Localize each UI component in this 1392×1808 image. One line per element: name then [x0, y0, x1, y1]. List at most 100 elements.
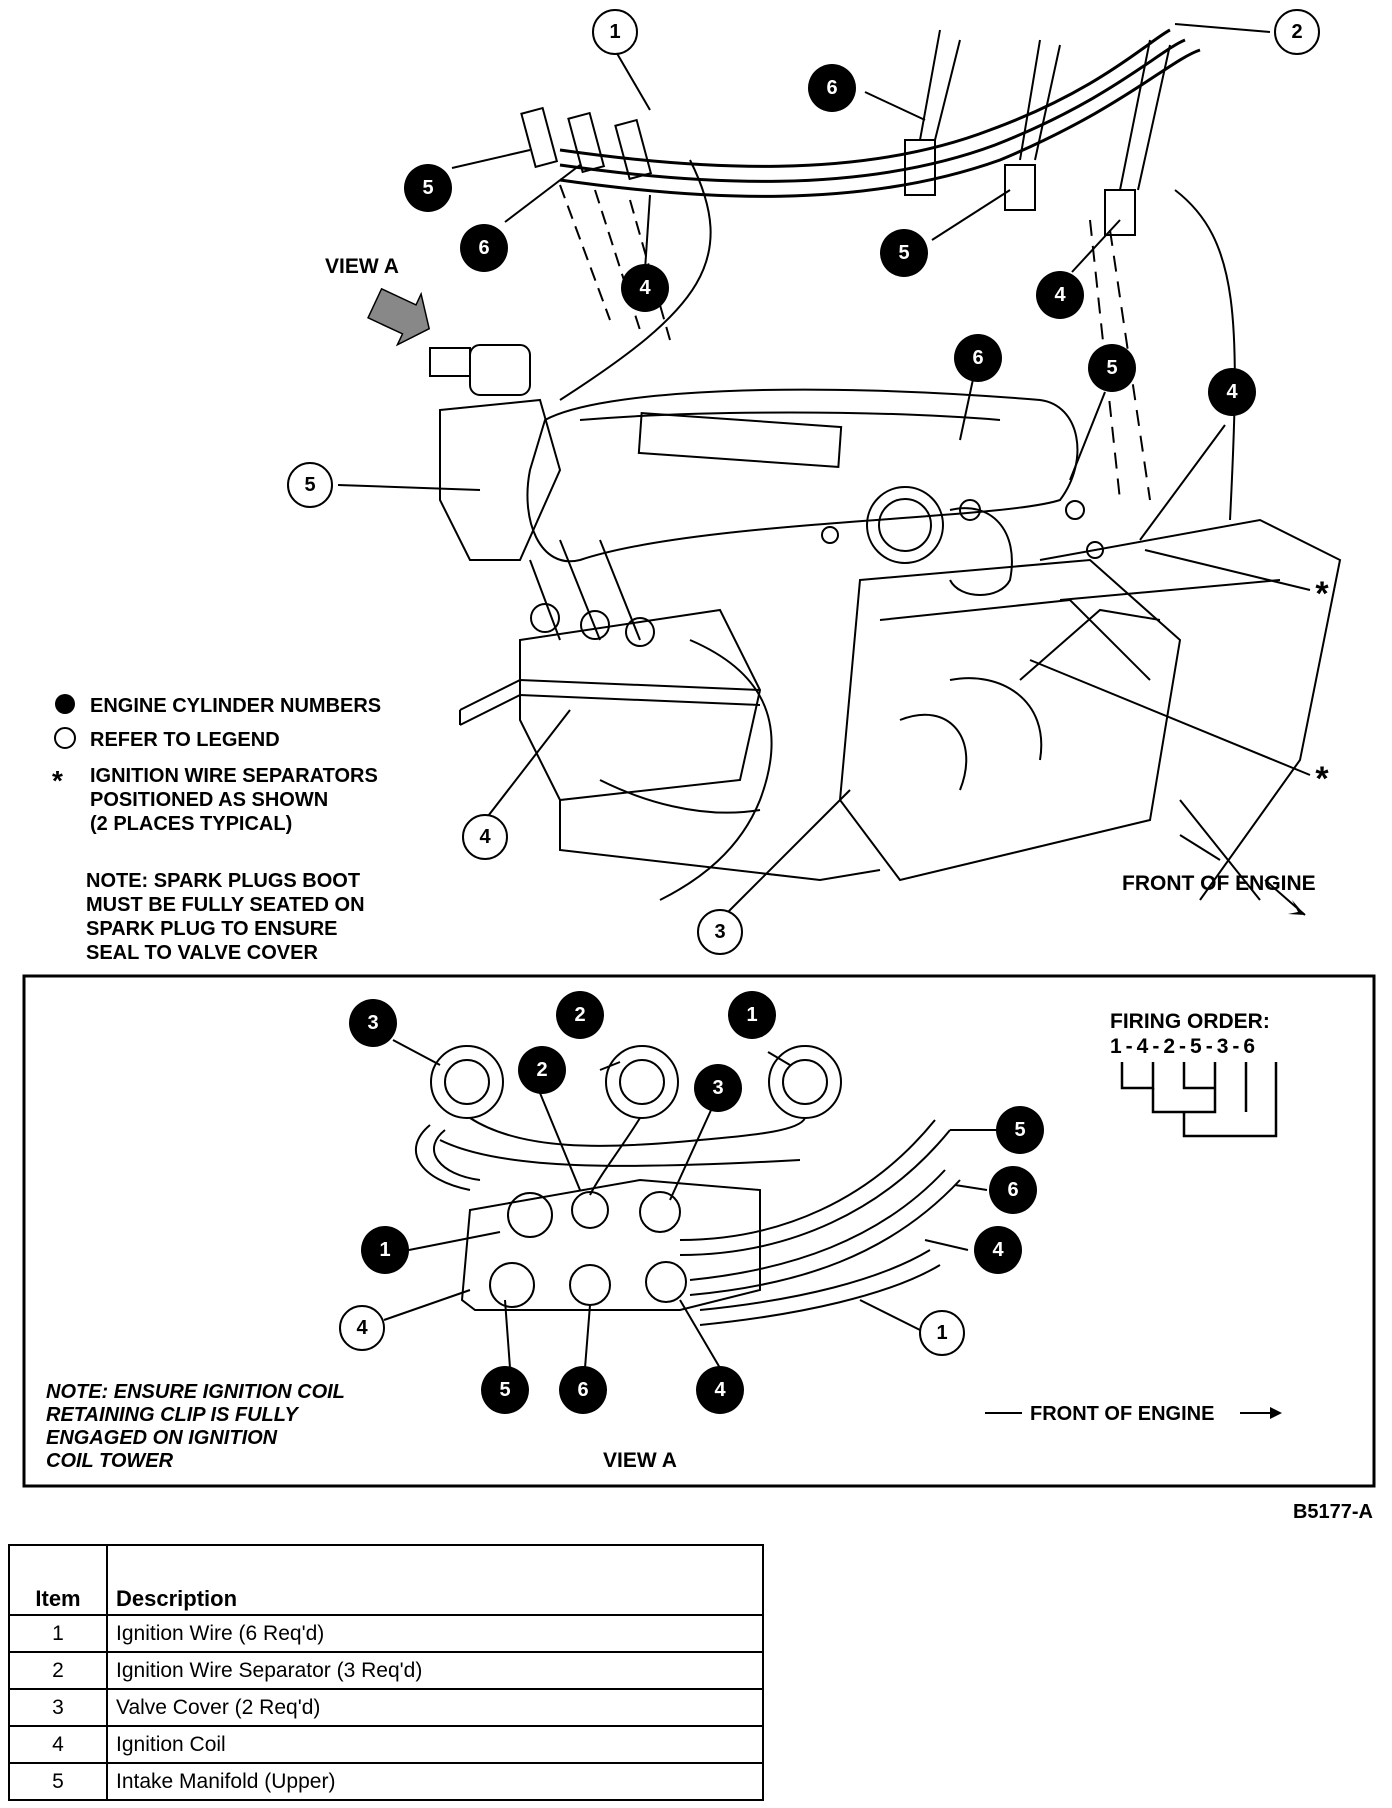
callout-filled: 5	[880, 229, 928, 277]
view-a-arrow	[367, 287, 431, 347]
legend-key-open-label: REFER TO LEGEND	[90, 729, 280, 751]
callout-open: 1	[592, 9, 638, 55]
view-a-inset-frame	[22, 974, 1376, 1488]
asterisk-marker: *	[1315, 760, 1329, 798]
svg-text:1: 1	[609, 21, 620, 43]
legend-item-number: 1	[8, 1614, 108, 1653]
callout-open: 3	[697, 909, 743, 955]
callout-filled: 3	[694, 1064, 742, 1112]
svg-text:4: 4	[992, 1239, 1004, 1261]
callout-filled: 4	[974, 1226, 1022, 1274]
callout-filled: 5	[996, 1106, 1044, 1154]
engine-illustration	[429, 28, 1342, 901]
note-line: SEAL TO VALVE COVER	[86, 942, 318, 964]
callout-open: 4	[462, 814, 508, 860]
callout-filled: 1	[728, 991, 776, 1039]
callout-filled: 6	[460, 224, 508, 272]
legend-item-description: Ignition Wire (6 Req'd)	[106, 1614, 764, 1653]
callout-filled: 4	[621, 264, 669, 312]
note-line: NOTE: ENSURE IGNITION COIL	[46, 1381, 345, 1403]
svg-text:5: 5	[422, 177, 433, 199]
legend-item-number: 3	[8, 1688, 108, 1727]
note-line: NOTE: SPARK PLUGS BOOT	[86, 870, 360, 892]
legend-key: ENGINE CYLINDER NUMBERS REFER TO LEGEND …	[52, 694, 381, 835]
filled-circle-icon	[55, 694, 75, 714]
callout-open: 4	[339, 1305, 385, 1351]
open-circle-icon	[54, 727, 76, 749]
callout-open: 5	[287, 462, 333, 508]
svg-text:5: 5	[898, 242, 909, 264]
asterisk-icon: *	[52, 765, 63, 796]
legend-item-number: 4	[8, 1725, 108, 1764]
svg-text:1: 1	[746, 1004, 757, 1026]
svg-text:4: 4	[714, 1379, 726, 1401]
asterisk-marker: *	[1315, 575, 1329, 613]
legend-header-row: Item Description	[8, 1544, 764, 1616]
note-line: SPARK PLUG TO ENSURE	[86, 918, 338, 940]
svg-text:5: 5	[304, 474, 315, 496]
legend-key-asterisk-line: (2 PLACES TYPICAL)	[90, 813, 292, 835]
figure-id: B5177-A	[1293, 1501, 1373, 1523]
svg-text:5: 5	[1106, 357, 1117, 379]
svg-text:4: 4	[479, 826, 491, 848]
note-line: COIL TOWER	[46, 1450, 174, 1472]
leader-lines-inset	[383, 1039, 1000, 1369]
legend-table: Item Description 1 Ignition Wire (6 Req'…	[8, 1544, 764, 1801]
firing-order-sequence: 1-4-2-5-3-6	[1110, 1035, 1259, 1058]
callout-filled: 4	[696, 1366, 744, 1414]
callout-filled: 4	[1208, 368, 1256, 416]
legend-item-number: 5	[8, 1762, 108, 1801]
coil-clip-note: NOTE: ENSURE IGNITION COIL RETAINING CLI…	[46, 1381, 345, 1472]
callout-filled: 3	[349, 999, 397, 1047]
callout-filled: 6	[808, 64, 856, 112]
legend-row: 2 Ignition Wire Separator (3 Req'd)	[8, 1651, 764, 1690]
legend-key-asterisk-line: POSITIONED AS SHOWN	[90, 789, 328, 811]
svg-text:4: 4	[1226, 381, 1238, 403]
legend-header-item: Item	[8, 1544, 108, 1616]
leader-lines-top	[337, 23, 1311, 921]
note-line: MUST BE FULLY SEATED ON	[86, 894, 365, 916]
svg-text:2: 2	[536, 1059, 547, 1081]
spark-plug-note: NOTE: SPARK PLUGS BOOT MUST BE FULLY SEA…	[86, 870, 365, 964]
callout-filled: 2	[518, 1046, 566, 1094]
callout-filled: 5	[1088, 344, 1136, 392]
note-line: ENGAGED ON IGNITION	[46, 1427, 278, 1449]
legend-key-filled-label: ENGINE CYLINDER NUMBERS	[90, 695, 381, 717]
svg-text:6: 6	[1007, 1179, 1018, 1201]
svg-text:2: 2	[1291, 21, 1302, 43]
callout-open: 2	[1274, 9, 1320, 55]
svg-text:3: 3	[367, 1012, 378, 1034]
callout-filled: 1	[361, 1226, 409, 1274]
callout-filled: 6	[989, 1166, 1037, 1214]
svg-text:1: 1	[936, 1322, 947, 1344]
svg-text:4: 4	[1054, 284, 1066, 306]
view-a-inset-title: VIEW A	[603, 1449, 677, 1472]
inset-illustration	[414, 1045, 961, 1326]
callout-open: 1	[919, 1310, 965, 1356]
svg-text:3: 3	[714, 921, 725, 943]
legend-row: 3 Valve Cover (2 Req'd)	[8, 1688, 764, 1727]
svg-text:6: 6	[478, 237, 489, 259]
legend-row: 5 Intake Manifold (Upper)	[8, 1762, 764, 1801]
legend-item-description: Intake Manifold (Upper)	[106, 1762, 764, 1801]
legend-row: 4 Ignition Coil	[8, 1725, 764, 1764]
svg-text:1: 1	[379, 1239, 390, 1261]
legend-key-asterisk-line: IGNITION WIRE SEPARATORS	[90, 765, 378, 787]
firing-order-brackets	[1120, 1062, 1278, 1138]
callout-filled: 2	[556, 991, 604, 1039]
svg-text:4: 4	[356, 1317, 368, 1339]
callout-filled: 4	[1036, 271, 1084, 319]
svg-text:3: 3	[712, 1077, 723, 1099]
callout-filled: 6	[954, 334, 1002, 382]
view-a-label: VIEW A	[325, 255, 399, 278]
legend-item-description: Ignition Wire Separator (3 Req'd)	[106, 1651, 764, 1690]
legend-item-number: 2	[8, 1651, 108, 1690]
svg-text:2: 2	[574, 1004, 585, 1026]
callout-filled: 5	[481, 1366, 529, 1414]
callouts-open-top: 1 2 5 4 3	[287, 9, 1320, 955]
front-of-engine-label: FRONT OF ENGINE	[1122, 872, 1316, 895]
front-of-engine-inset: FRONT OF ENGINE	[985, 1403, 1282, 1425]
svg-text:6: 6	[972, 347, 983, 369]
svg-text:6: 6	[826, 77, 837, 99]
